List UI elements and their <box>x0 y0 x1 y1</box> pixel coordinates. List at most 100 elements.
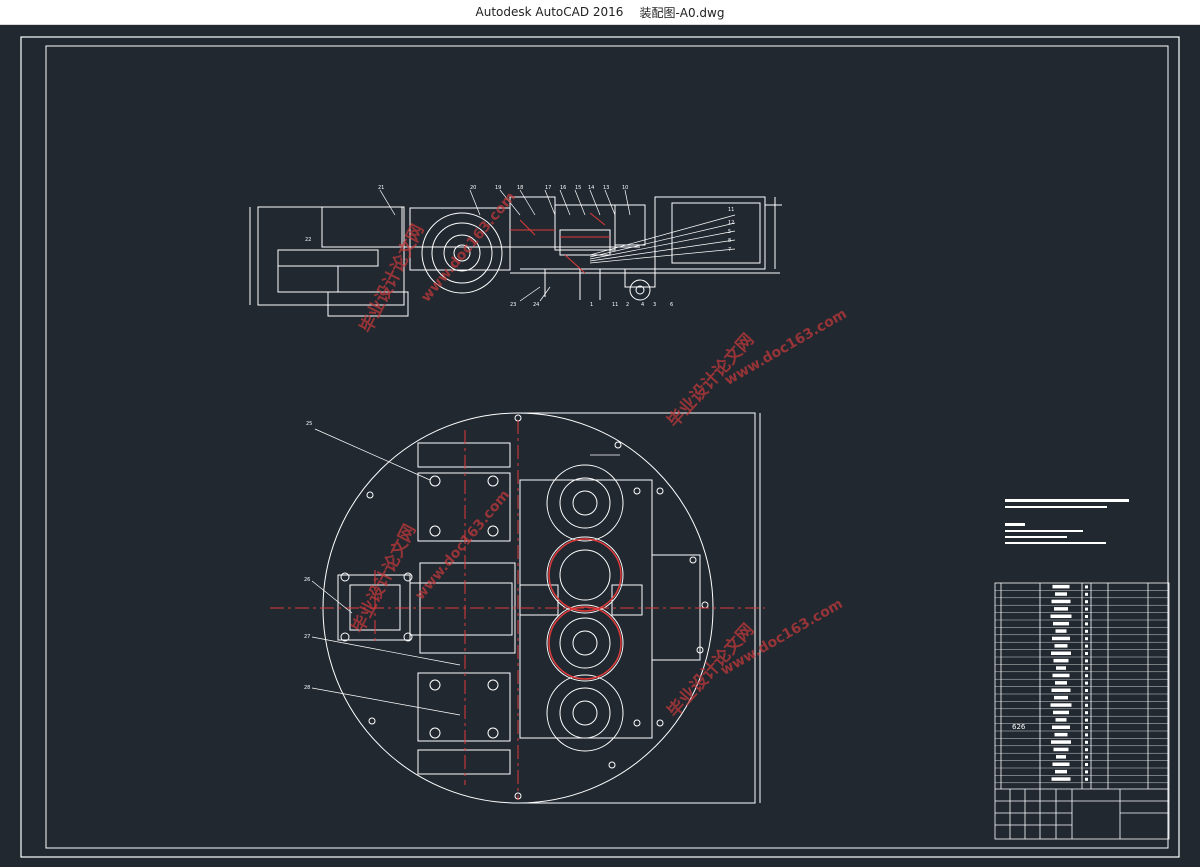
parts-row-qty <box>1085 644 1088 648</box>
parts-row-mark <box>1050 703 1072 707</box>
drawing-canvas[interactable]: 21 22 23 24 20 19 18 17 16 15 14 13 10 1… <box>0 25 1200 867</box>
parts-row-mark <box>1052 762 1070 766</box>
parts-row-qty <box>1085 770 1088 774</box>
parts-row-mark <box>1050 614 1072 618</box>
file-name: 装配图-A0.dwg <box>639 5 725 20</box>
parts-row-mark <box>1055 592 1067 596</box>
parts-row-qty <box>1085 674 1088 678</box>
parts-row-mark <box>1051 777 1071 781</box>
parts-row-mark <box>1056 755 1066 759</box>
svg-text:15: 15 <box>575 185 581 191</box>
svg-text:12: 12 <box>728 220 734 226</box>
parts-row-mark <box>1056 666 1066 670</box>
plan-view-highlighted-rollers <box>548 538 622 680</box>
parts-row-qty <box>1085 726 1088 729</box>
parts-row-qty <box>1085 763 1088 766</box>
svg-text:20: 20 <box>470 185 476 191</box>
plan-view-leader-lines <box>311 428 620 716</box>
parts-row-mark <box>1051 740 1071 744</box>
svg-text:26: 26 <box>304 577 310 583</box>
parts-row-mark <box>1053 621 1069 626</box>
side-view-drawing <box>249 196 782 317</box>
parts-row-mark <box>1054 644 1068 648</box>
parts-row-qty <box>1085 666 1088 670</box>
svg-text:28: 28 <box>304 685 310 691</box>
side-view-hatching <box>510 212 610 274</box>
parts-row-mark <box>1053 658 1069 663</box>
plan-view-centerlines <box>270 420 765 800</box>
svg-text:11: 11 <box>728 207 734 213</box>
svg-text:21: 21 <box>378 185 384 191</box>
parts-row-qty <box>1085 629 1088 633</box>
svg-text:14: 14 <box>588 185 594 191</box>
svg-text:1: 1 <box>590 302 593 308</box>
parts-row-mark <box>1052 725 1070 729</box>
parts-row-qty <box>1085 592 1088 596</box>
parts-row-mark <box>1051 688 1071 692</box>
svg-text:18: 18 <box>517 185 523 191</box>
parts-row-mark <box>1054 732 1068 737</box>
svg-text:17: 17 <box>545 185 551 191</box>
parts-row-mark <box>1053 747 1069 752</box>
svg-text:22: 22 <box>305 237 311 243</box>
svg-text:25: 25 <box>306 421 312 427</box>
svg-text:16: 16 <box>560 185 566 191</box>
svg-text:11: 11 <box>612 302 618 308</box>
parts-row-mark <box>1051 599 1071 604</box>
drawing-border <box>20 36 1180 858</box>
side-view-part-numbers: 21 22 23 24 20 19 18 17 16 15 14 13 10 1… <box>305 185 734 308</box>
svg-text:5: 5 <box>728 229 731 235</box>
parts-list-rows <box>995 590 1169 783</box>
parts-row-mark <box>1054 607 1068 611</box>
parts-list-cell-marks <box>1050 584 1088 781</box>
parts-list-note: 626 <box>1012 723 1026 731</box>
svg-text:6: 6 <box>670 302 673 308</box>
window-title-bar: Autodesk AutoCAD 2016 装配图-A0.dwg <box>0 0 1200 25</box>
parts-row-mark <box>1055 681 1067 685</box>
parts-row-qty <box>1085 777 1088 781</box>
svg-text:27: 27 <box>304 634 310 640</box>
parts-row-qty <box>1085 585 1088 589</box>
parts-row-qty <box>1085 696 1088 700</box>
parts-row-qty <box>1085 755 1088 759</box>
parts-row-qty <box>1085 615 1088 618</box>
parts-row-qty <box>1085 652 1088 655</box>
parts-row-qty <box>1085 740 1088 744</box>
parts-row-qty <box>1085 703 1088 707</box>
parts-row-mark <box>1055 629 1067 633</box>
svg-text:7: 7 <box>728 247 731 253</box>
parts-row-mark <box>1055 769 1067 774</box>
svg-text:19: 19 <box>495 185 501 191</box>
parts-row-mark <box>1052 673 1070 678</box>
technical-notes <box>1005 499 1129 544</box>
parts-row-qty <box>1085 637 1088 641</box>
app-title: Autodesk AutoCAD 2016 <box>475 5 624 19</box>
parts-row-qty <box>1085 681 1088 685</box>
parts-row-mark <box>1055 718 1067 722</box>
parts-row-qty <box>1085 622 1088 626</box>
parts-row-qty <box>1085 607 1088 611</box>
svg-text:13: 13 <box>603 185 609 191</box>
svg-text:8: 8 <box>728 238 731 244</box>
parts-row-mark <box>1051 651 1071 655</box>
parts-row-mark <box>1054 695 1068 700</box>
plan-view-part-numbers: 25 26 27 28 <box>304 421 312 691</box>
parts-row-qty <box>1085 689 1088 692</box>
svg-text:10: 10 <box>622 185 628 191</box>
side-view-leader-lines <box>379 189 736 302</box>
parts-list-table <box>994 582 1170 840</box>
parts-row-mark <box>1052 636 1070 641</box>
parts-row-mark <box>1053 710 1069 715</box>
parts-row-mark <box>1052 584 1070 589</box>
parts-row-qty <box>1085 718 1088 722</box>
svg-text:23: 23 <box>510 302 516 308</box>
svg-text:24: 24 <box>533 302 539 308</box>
parts-row-qty <box>1085 659 1088 663</box>
parts-row-qty <box>1085 733 1088 737</box>
svg-text:2: 2 <box>626 302 629 308</box>
plan-view-bolt-holes <box>340 414 709 800</box>
parts-row-qty <box>1085 748 1088 752</box>
svg-text:3: 3 <box>653 302 656 308</box>
parts-row-qty <box>1085 711 1088 715</box>
parts-row-qty <box>1085 600 1088 604</box>
